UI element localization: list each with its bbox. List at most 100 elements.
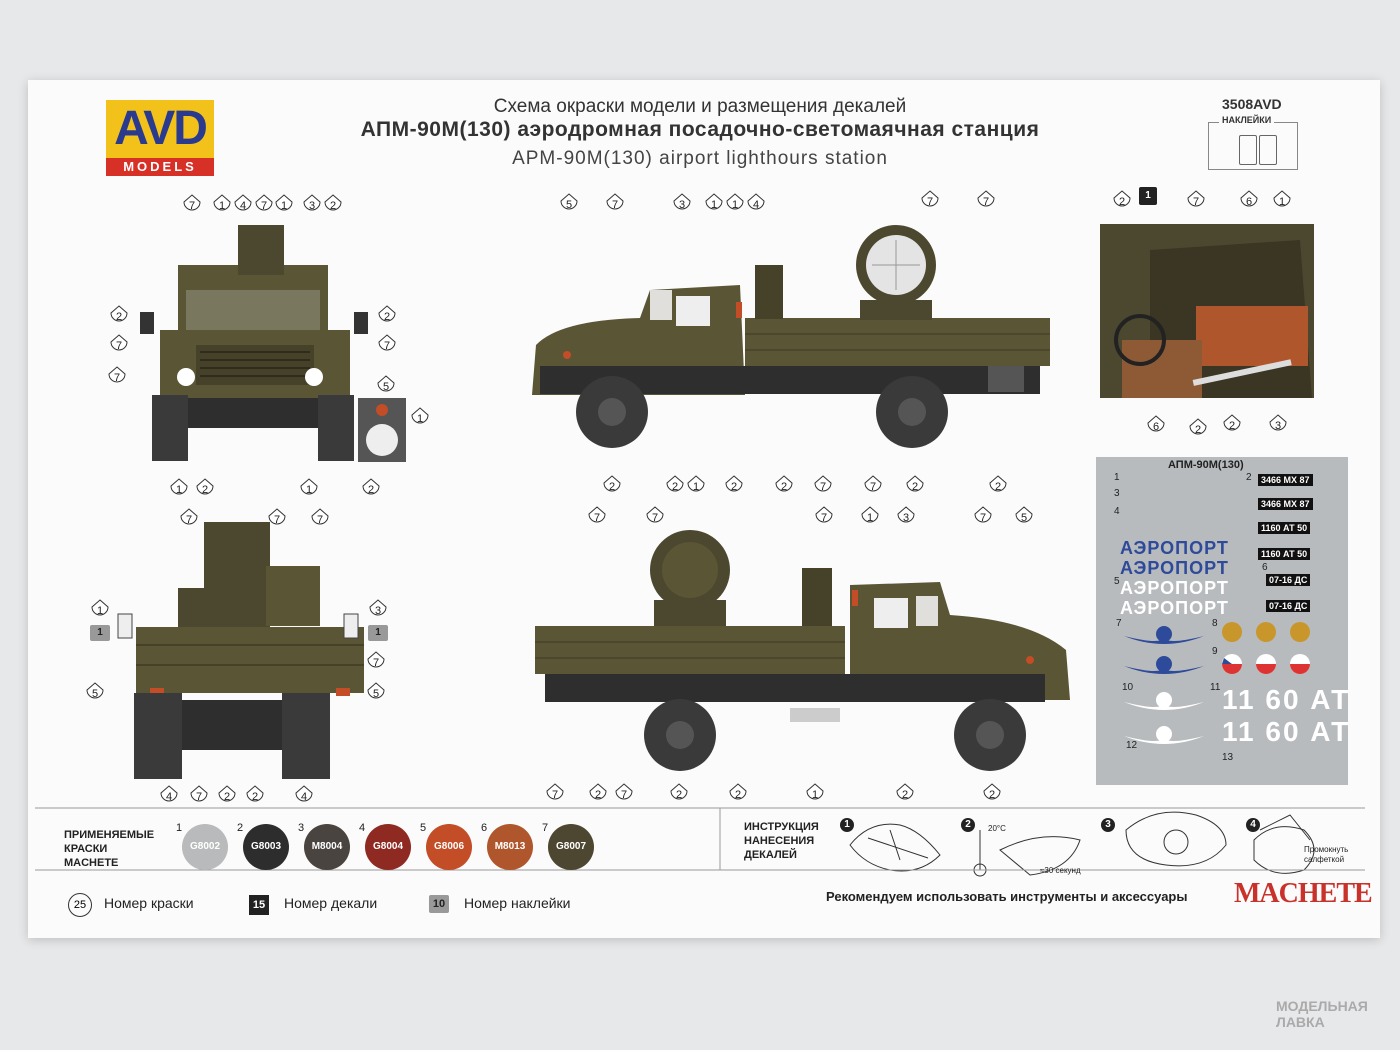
- paint-number: 2: [237, 822, 244, 834]
- decal-marker: 1: [1139, 187, 1157, 205]
- license-plate: 07-16 ДС: [1266, 600, 1311, 612]
- paint-callout: 1: [91, 599, 109, 619]
- paint-callout: 1: [300, 478, 318, 498]
- paint-callout: 7: [190, 785, 208, 805]
- instructions-label-line: ДЕКАЛЕЙ: [744, 849, 797, 861]
- decal-number: 2: [1246, 472, 1252, 483]
- time-label: ≈30 секунд: [1040, 866, 1081, 875]
- paints-label: ПРИМЕНЯЕМЫЕ КРАСКИ MACHETE: [64, 828, 154, 870]
- paint-callout: 7: [921, 190, 939, 210]
- airport-decal-blue: АЭРОПОРТ: [1120, 558, 1229, 578]
- paint-callout: 1: [170, 478, 188, 498]
- sticker-slot: [1259, 135, 1277, 165]
- sticker-slot: [1239, 135, 1257, 165]
- paint-callout: 7: [646, 506, 664, 526]
- legend-decal-text: Номер декали: [284, 895, 378, 911]
- paint-callout: 7: [615, 783, 633, 803]
- step-number: 3: [1101, 818, 1115, 832]
- paint-callout: 2: [725, 475, 743, 495]
- decal-sheet: [1096, 457, 1348, 785]
- decal-number: 13: [1222, 752, 1234, 763]
- paint-callout: 2: [666, 475, 684, 495]
- paints-label-line: ПРИМЕНЯЕМЫЕ: [64, 829, 155, 841]
- paint-callout: 5: [377, 375, 395, 395]
- paint-callout: 7: [606, 193, 624, 213]
- paint-callout: 2: [906, 475, 924, 495]
- paint-callout: 1: [687, 475, 705, 495]
- rear-view: [117, 522, 364, 779]
- tail-number-decal: 11 60 АТ: [1222, 716, 1351, 747]
- decal-number: 10: [1122, 682, 1134, 693]
- paint-callout: 1: [213, 194, 231, 214]
- paint-callout: 7: [311, 508, 329, 528]
- sticker-marker: 1: [90, 625, 110, 641]
- decal-number: 4: [1114, 506, 1120, 517]
- paint-callout: 3: [673, 193, 691, 213]
- paint-number: 6: [481, 822, 488, 834]
- paint-callout: 5: [560, 193, 578, 213]
- paint-callout: 2: [589, 783, 607, 803]
- kit-code: 3508AVD: [1222, 96, 1282, 112]
- paint-callout: 7: [110, 334, 128, 354]
- paint-callout: 1: [1273, 190, 1291, 210]
- paint-callout: 2: [218, 785, 236, 805]
- paint-callout: 1: [705, 193, 723, 213]
- title-russian-line2: АПМ-90М(130) аэродромная посадочно-свето…: [360, 118, 1040, 141]
- paint-callout: 6: [1240, 190, 1258, 210]
- paint-callout: 4: [747, 193, 765, 213]
- watermark-line: МОДЕЛЬНАЯ: [1276, 998, 1368, 1014]
- paint-swatch: G8007: [548, 824, 594, 870]
- paint-swatch: M8004: [304, 824, 350, 870]
- logo-models-text: MODELS: [106, 158, 214, 176]
- paint-swatch: G8002: [182, 824, 228, 870]
- paint-callout: 2: [110, 305, 128, 325]
- paint-callout: 2: [896, 783, 914, 803]
- decal-number: 9: [1212, 646, 1218, 657]
- decal-number: 12: [1126, 740, 1138, 751]
- legend-sticker-icon: 10: [429, 895, 449, 913]
- paint-number: 7: [542, 822, 549, 834]
- paint-callout: 2: [196, 478, 214, 498]
- paint-number: 4: [359, 822, 366, 834]
- paint-callout: 7: [367, 651, 385, 671]
- license-plate: 1160 АТ 50: [1258, 548, 1311, 560]
- license-plate: 3466 МХ 87: [1258, 474, 1313, 486]
- paint-callout: 7: [1187, 190, 1205, 210]
- paint-callout: 3: [303, 194, 321, 214]
- paint-callout: 7: [180, 508, 198, 528]
- side-view-left: [535, 530, 1070, 771]
- paint-swatch: G8004: [365, 824, 411, 870]
- decal-number: 6: [1262, 562, 1268, 573]
- paint-callout: 7: [588, 506, 606, 526]
- paints-label-line: MACHETE: [64, 857, 119, 869]
- step-number: 1: [840, 818, 854, 832]
- legend-decal-icon: 15: [249, 895, 269, 915]
- watermark: МОДЕЛЬНАЯ ЛАВКА: [1276, 998, 1368, 1030]
- paint-callout: 2: [1189, 418, 1207, 438]
- paint-callout: 5: [1015, 506, 1033, 526]
- blot-label: Промокнуть салфеткой: [1304, 845, 1348, 865]
- decal-number: 7: [1116, 618, 1122, 629]
- paint-callout: 5: [86, 682, 104, 702]
- stickers-label: НАКЛЕЙКИ: [1219, 115, 1275, 125]
- temperature-label: 20°C: [988, 824, 1006, 833]
- license-plate: 3466 МХ 87: [1258, 498, 1313, 510]
- paint-callout: 2: [603, 475, 621, 495]
- decal-number: 11: [1210, 682, 1221, 693]
- paint-callout: 2: [1223, 414, 1241, 434]
- decal-number: 5: [1114, 576, 1120, 587]
- title-english: APM-90M(130) airport lighthours station: [512, 148, 888, 169]
- paint-callout: 7: [183, 194, 201, 214]
- paint-callout: 4: [234, 194, 252, 214]
- paint-callout: 2: [1113, 190, 1131, 210]
- paint-callout: 1: [411, 407, 429, 427]
- paint-callout: 2: [983, 783, 1001, 803]
- paint-callout: 3: [369, 599, 387, 619]
- paints-label-line: КРАСКИ: [64, 843, 108, 855]
- paint-callout: 1: [275, 194, 293, 214]
- paint-callout: 2: [670, 783, 688, 803]
- side-view-right: [532, 225, 1050, 448]
- paint-callout: 7: [255, 194, 273, 214]
- license-plate: 07-16 ДС: [1266, 574, 1311, 586]
